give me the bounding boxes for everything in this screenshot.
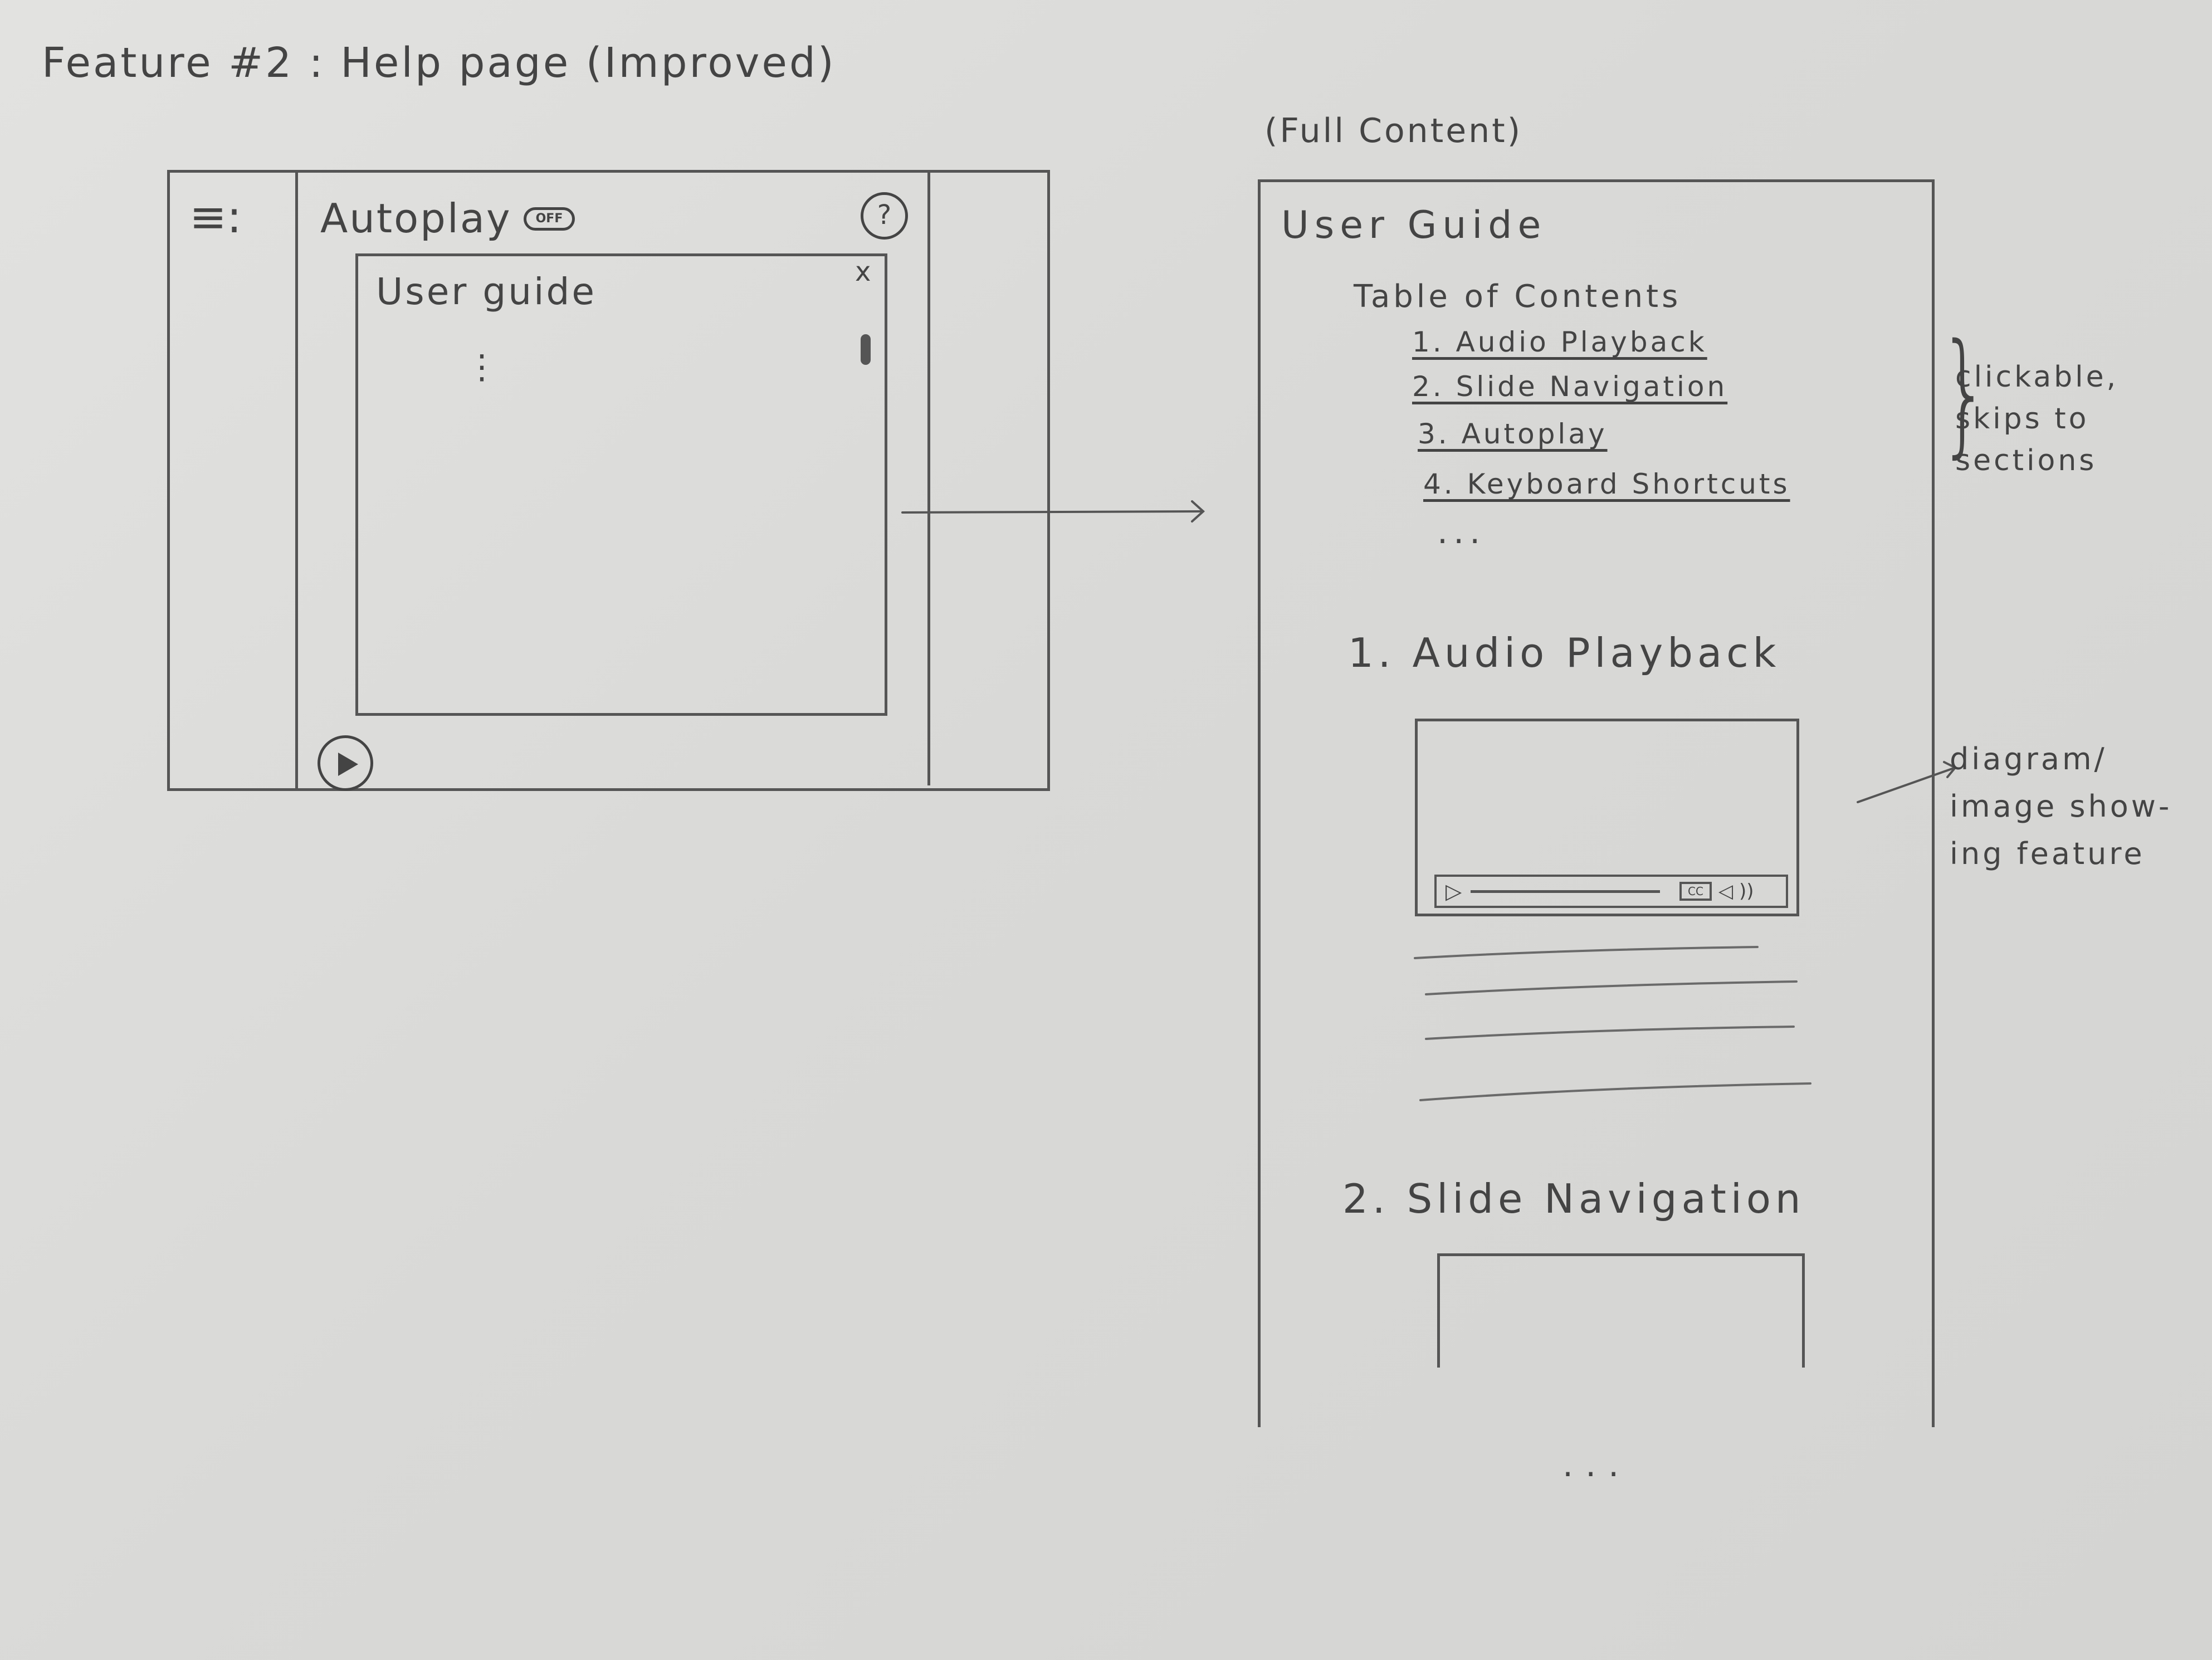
diagram-annotation: diagram/ image show- ing feature xyxy=(1950,741,2172,871)
slide-navigation-diagram xyxy=(1437,1253,1805,1368)
text-line-4 xyxy=(1419,1082,1811,1101)
modal-title: User guide xyxy=(376,270,597,313)
more-content-dots: ... xyxy=(1562,1446,1632,1485)
text-line-3 xyxy=(1425,1026,1795,1040)
help-icon[interactable]: ? xyxy=(861,192,908,240)
clickable-annotation: clickable, skips to sections xyxy=(1955,360,2119,477)
autoplay-toggle[interactable]: OFF xyxy=(524,207,575,231)
volume-icon[interactable]: ◁ )) xyxy=(1718,880,1754,902)
autoplay-label: Autoplay xyxy=(320,195,512,242)
media-play-icon[interactable]: ▷ xyxy=(1446,879,1462,904)
toc-link-autoplay[interactable]: 3. Autoplay xyxy=(1418,418,1608,450)
sidebar-divider xyxy=(295,173,298,790)
sketch-title: Feature #2 : Help page (Improved) xyxy=(42,39,836,87)
audio-playback-diagram xyxy=(1415,719,1799,916)
play-icon xyxy=(338,753,358,776)
modal-to-fullpage-arrow xyxy=(901,510,1204,514)
close-icon[interactable]: x xyxy=(855,256,871,287)
play-button[interactable] xyxy=(318,735,373,791)
diagram-annotation-arrow xyxy=(1857,766,1956,803)
toc-title: Table of Contents xyxy=(1354,279,1682,315)
menu-icon[interactable]: ≡: xyxy=(189,191,242,243)
full-content-label: (Full Content) xyxy=(1264,111,1523,150)
user-guide-modal xyxy=(355,253,887,716)
media-control-bar xyxy=(1434,875,1788,908)
section1-title: 1. Audio Playback xyxy=(1348,629,1781,676)
toc-link-audio-playback[interactable]: 1. Audio Playback xyxy=(1412,326,1707,358)
toc-link-slide-navigation[interactable]: 2. Slide Navigation xyxy=(1412,370,1728,403)
right-panel-divider xyxy=(927,173,930,785)
modal-scrollbar[interactable] xyxy=(861,334,871,365)
media-progress-track[interactable] xyxy=(1471,890,1660,893)
diagram-arrow-head xyxy=(1943,761,1957,778)
app-window-frame xyxy=(167,170,1050,791)
text-line-2 xyxy=(1425,980,1798,995)
page-title: User Guide xyxy=(1281,203,1547,247)
section2-title: 2. Slide Navigation xyxy=(1342,1175,1805,1222)
brace-icon: } xyxy=(1938,315,1990,471)
toc-more: ... xyxy=(1437,512,1486,551)
captions-icon[interactable]: CC xyxy=(1679,882,1712,901)
arrow-head xyxy=(1191,500,1205,523)
toc-link-keyboard-shortcuts[interactable]: 4. Keyboard Shortcuts xyxy=(1423,468,1790,500)
full-content-frame xyxy=(1258,179,1935,1427)
text-line-1 xyxy=(1414,946,1759,959)
